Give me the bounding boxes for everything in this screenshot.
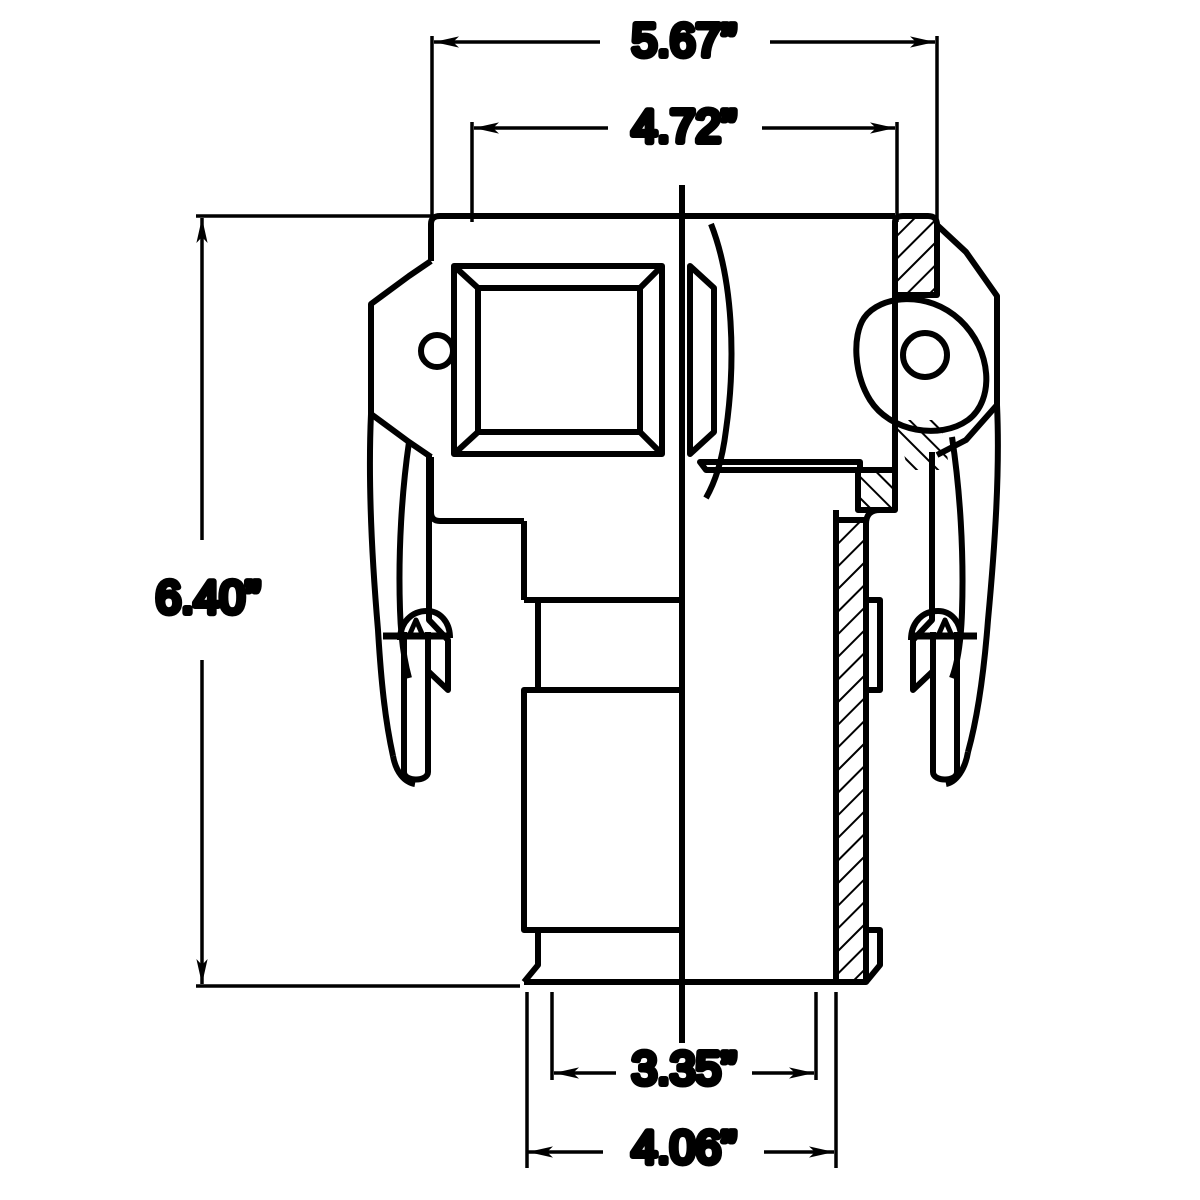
body-seat-shelf: [697, 459, 863, 473]
dimension-label-body-width: 4.72”: [632, 100, 737, 152]
body-face-rect-outer: [451, 263, 665, 457]
dimension-barb-outer: [525, 992, 838, 1168]
body-face-bevel-bl: [451, 429, 481, 457]
left-cam-pivot-hole: [418, 332, 456, 370]
left-loop-head: [397, 608, 453, 641]
right-cam-hatch-wedge: [895, 420, 950, 470]
shank-barb-profile-left: [521, 597, 541, 984]
right-handle-outer: [965, 404, 1001, 753]
hose-shank: [520, 518, 866, 985]
body-face-bevel-tl: [451, 263, 481, 291]
right-cam-pivot-hole: [900, 330, 950, 380]
body-wall-hatch-upper: [892, 213, 940, 298]
left-cam-arm: [366, 258, 456, 787]
body-face-bevel-br: [637, 429, 665, 457]
left-handle-tip-curve: [390, 755, 416, 787]
dimension-label-overall-height: 6.40”: [156, 571, 261, 623]
left-cam-boss-outline: [368, 258, 433, 460]
right-cam-boss-outline: [934, 222, 1000, 458]
left-handle-outer: [366, 413, 396, 757]
dimension-label-barb-inner: 3.35”: [632, 1042, 737, 1094]
dimension-label-barb-outer: 4.06”: [632, 1121, 737, 1173]
dimension-label-overall-width: 5.67”: [632, 14, 737, 66]
dimension-overall-width: [430, 36, 939, 222]
body-inner-lip: [687, 263, 717, 457]
body-left-skirt: [428, 457, 524, 524]
coupler-body-section: [682, 213, 940, 985]
dimension-barb-inner: [550, 992, 818, 1080]
right-handle-blade: [910, 452, 935, 693]
shank-barb-profile-right: [863, 520, 883, 984]
left-handle-blade: [426, 454, 451, 693]
dimension-body-width: [470, 122, 899, 222]
left-pin-head: [406, 617, 426, 638]
body-to-shank-fillet: [863, 507, 895, 525]
body-bore-profile: [703, 222, 735, 500]
gasket-seal: [855, 467, 898, 513]
right-cam-lobe: [853, 296, 990, 434]
body-face-rect-inner: [475, 285, 643, 435]
coupler-body: [428, 213, 682, 524]
right-loop-head: [908, 608, 964, 641]
right-pin-head: [935, 617, 955, 638]
body-face-bevel-tr: [637, 263, 665, 291]
shank-wall-hatch: [833, 517, 869, 985]
left-pin-rod-foot: [401, 771, 431, 783]
right-cam-arm: [853, 222, 1001, 787]
body-top-left: [428, 213, 682, 261]
dimension-overall-height: [196, 214, 520, 988]
right-pin-rod-foot: [930, 771, 960, 783]
